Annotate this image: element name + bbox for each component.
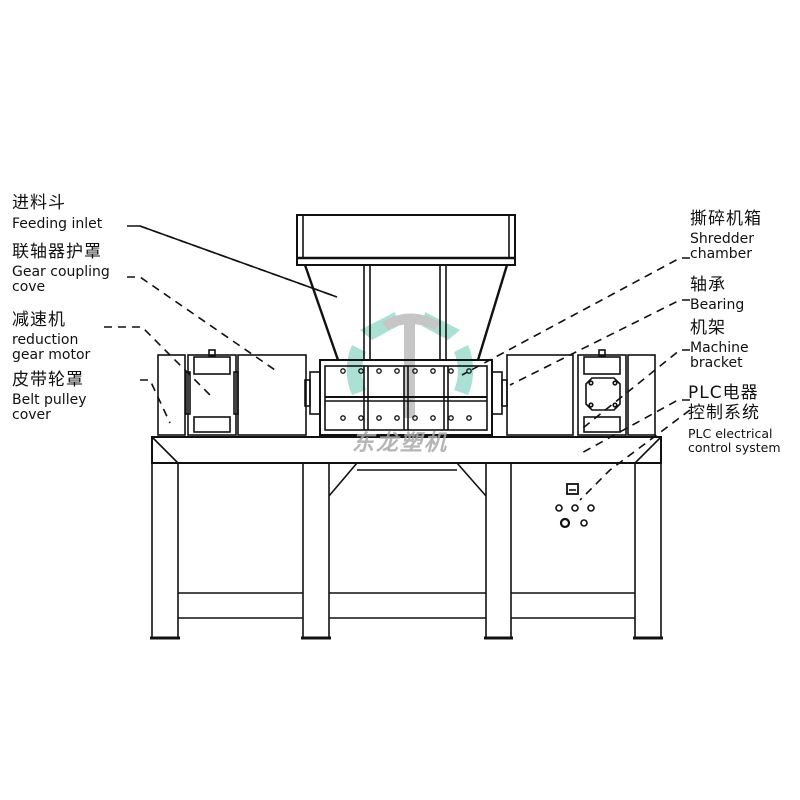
label-zh: 联轴器护罩 <box>12 242 102 262</box>
label-en: cover <box>12 406 51 423</box>
label-belt-pulley-cover: 皮带轮罩 Belt pulley cover <box>12 370 87 423</box>
label-reduction-gear-motor: 减速机 reduction gear motor <box>12 310 91 363</box>
label-zh: 控制系统 <box>688 402 760 423</box>
label-zh: 皮带轮罩 <box>12 370 84 390</box>
label-en: PLC electrical <box>688 425 773 441</box>
label-en: Feeding inlet <box>12 215 103 232</box>
label-en: Bearing <box>690 296 745 313</box>
left-drive-assembly <box>157 349 307 436</box>
label-plc-control: PLC电器 控制系统 PLC electrical control system <box>688 383 781 456</box>
label-gear-coupling-cover: 联轴器护罩 Gear coupling cove <box>12 242 110 295</box>
label-zh: 撕碎机箱 <box>690 209 762 229</box>
right-drive-assembly <box>506 349 656 436</box>
label-en: Gear coupling <box>12 263 110 280</box>
label-en: gear motor <box>12 346 91 363</box>
leader-lines <box>104 225 691 501</box>
watermark-text: 东龙塑机 <box>352 431 449 456</box>
label-machine-bracket: 机架 Machine bracket <box>690 318 749 371</box>
leader-feeding-inlet <box>127 225 338 298</box>
machine-drawing <box>150 214 663 640</box>
label-shredder-chamber: 撕碎机箱 Shredder chamber <box>690 209 762 262</box>
label-en: Belt pulley <box>12 391 87 408</box>
label-en: Machine <box>690 339 749 356</box>
watermark-logo-icon <box>346 312 474 418</box>
label-en: bracket <box>690 354 743 371</box>
label-en: Shredder <box>690 230 754 247</box>
label-zh: 减速机 <box>12 310 66 330</box>
label-en: reduction <box>12 331 79 348</box>
label-zh: 进料斗 <box>12 193 66 213</box>
label-zh: PLC电器 <box>688 383 759 403</box>
label-en: control system <box>688 440 781 456</box>
label-feeding-inlet: 进料斗 Feeding inlet <box>12 193 103 232</box>
label-en: chamber <box>690 245 753 262</box>
feeding-hopper <box>296 214 516 361</box>
label-en: cove <box>12 278 46 295</box>
label-zh: 机架 <box>690 318 726 338</box>
label-zh: 轴承 <box>690 275 726 295</box>
label-bearing: 轴承 Bearing <box>690 275 745 313</box>
machine-frame <box>150 436 663 640</box>
plc-control-panel <box>555 483 595 529</box>
